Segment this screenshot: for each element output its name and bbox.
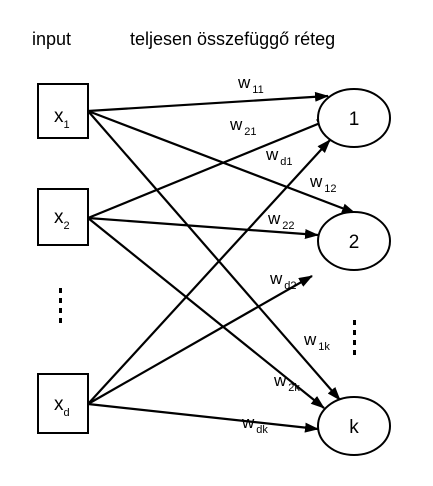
edge-xd-2	[87, 275, 313, 405]
input-box-x1	[37, 83, 89, 139]
output-ellipsis-dots	[353, 320, 356, 355]
edge-x1-2	[87, 109, 356, 215]
output-label-2: 2	[349, 232, 360, 253]
edge-xd-1	[87, 139, 331, 405]
input-label-xd: xd	[54, 394, 70, 419]
input-box-xd	[37, 373, 89, 434]
input-box-x2	[37, 188, 89, 246]
input-ellipsis-dots	[59, 288, 62, 323]
output-node-k	[317, 396, 391, 456]
edge-x2-1	[87, 117, 331, 220]
output-label-1: 1	[349, 109, 360, 130]
input-header: input	[32, 29, 72, 49]
input-label-x1: x1	[54, 106, 70, 131]
output-node-2	[317, 211, 391, 271]
edge-xd-k	[87, 402, 319, 433]
output-label-k: k	[349, 417, 359, 438]
edge-x2-k	[87, 217, 325, 409]
edge-x1-k	[87, 110, 341, 401]
output-node-1	[317, 88, 391, 148]
edge-x1-1	[87, 91, 329, 113]
layer-header: teljesen összefüggő réteg	[130, 29, 336, 49]
edge-x2-2	[87, 216, 319, 240]
input-label-x2: x2	[54, 207, 70, 232]
